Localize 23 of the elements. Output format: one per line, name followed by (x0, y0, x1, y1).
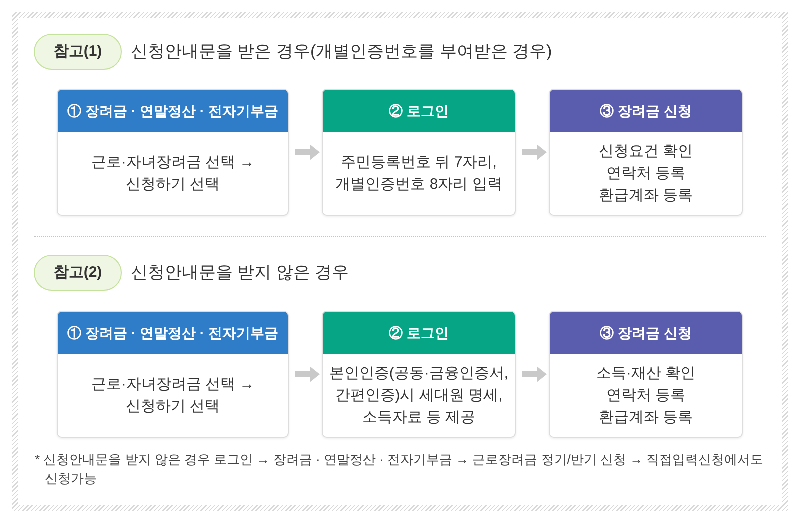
step-header: ③ 장려금 신청 (550, 90, 742, 132)
step-card (549, 89, 743, 216)
step-description: 근로·자녀장려금 선택 → 신청하기 선택 (90, 152, 256, 194)
section-tag: 참고(1) (34, 34, 122, 70)
step-card (57, 311, 289, 438)
step-card (322, 89, 516, 216)
step-header: ② 로그인 (323, 90, 515, 132)
step-card (322, 311, 516, 438)
step-description: 근로·자녀장려금 선택 → 신청하기 선택 (90, 374, 256, 416)
step-header: ① 장려금 · 연말정산 · 전자기부금 (58, 90, 288, 132)
section-title: 신청안내문을 받지 않은 경우 (131, 262, 350, 284)
step-description: 소득·재산 확인 연락처 등록 환급계좌 등록 (595, 364, 697, 428)
section-tag: 참고(2) (34, 255, 122, 291)
step-header: ① 장려금 · 연말정산 · 전자기부금 (58, 312, 288, 354)
step-card (57, 89, 289, 216)
step-header: ② 로그인 (323, 312, 515, 354)
footnote: * 신청안내문을 받지 않은 경우 로그인 → 장려금 · 연말정산 · 전자기부금 → 근로장려금 정기/반기 신청 → 직접입력신청에서도 신청가능 (35, 451, 765, 488)
step-description: 본인인증(공동·금융인증서, 간편인증)시 세대원 명세, 소득자료 등 제공 (328, 364, 510, 428)
step-card (549, 311, 743, 438)
step-description: 신청요건 확인 연락처 등록 환급계좌 등록 (598, 142, 694, 206)
section-title: 신청안내문을 받은 경우(개별인증번호를 부여받은 경우) (131, 41, 552, 64)
step-description: 주민등록번호 뒤 7자리, 개별인증번호 8자리 입력 (334, 152, 504, 194)
step-header: ③ 장려금 신청 (550, 312, 742, 354)
